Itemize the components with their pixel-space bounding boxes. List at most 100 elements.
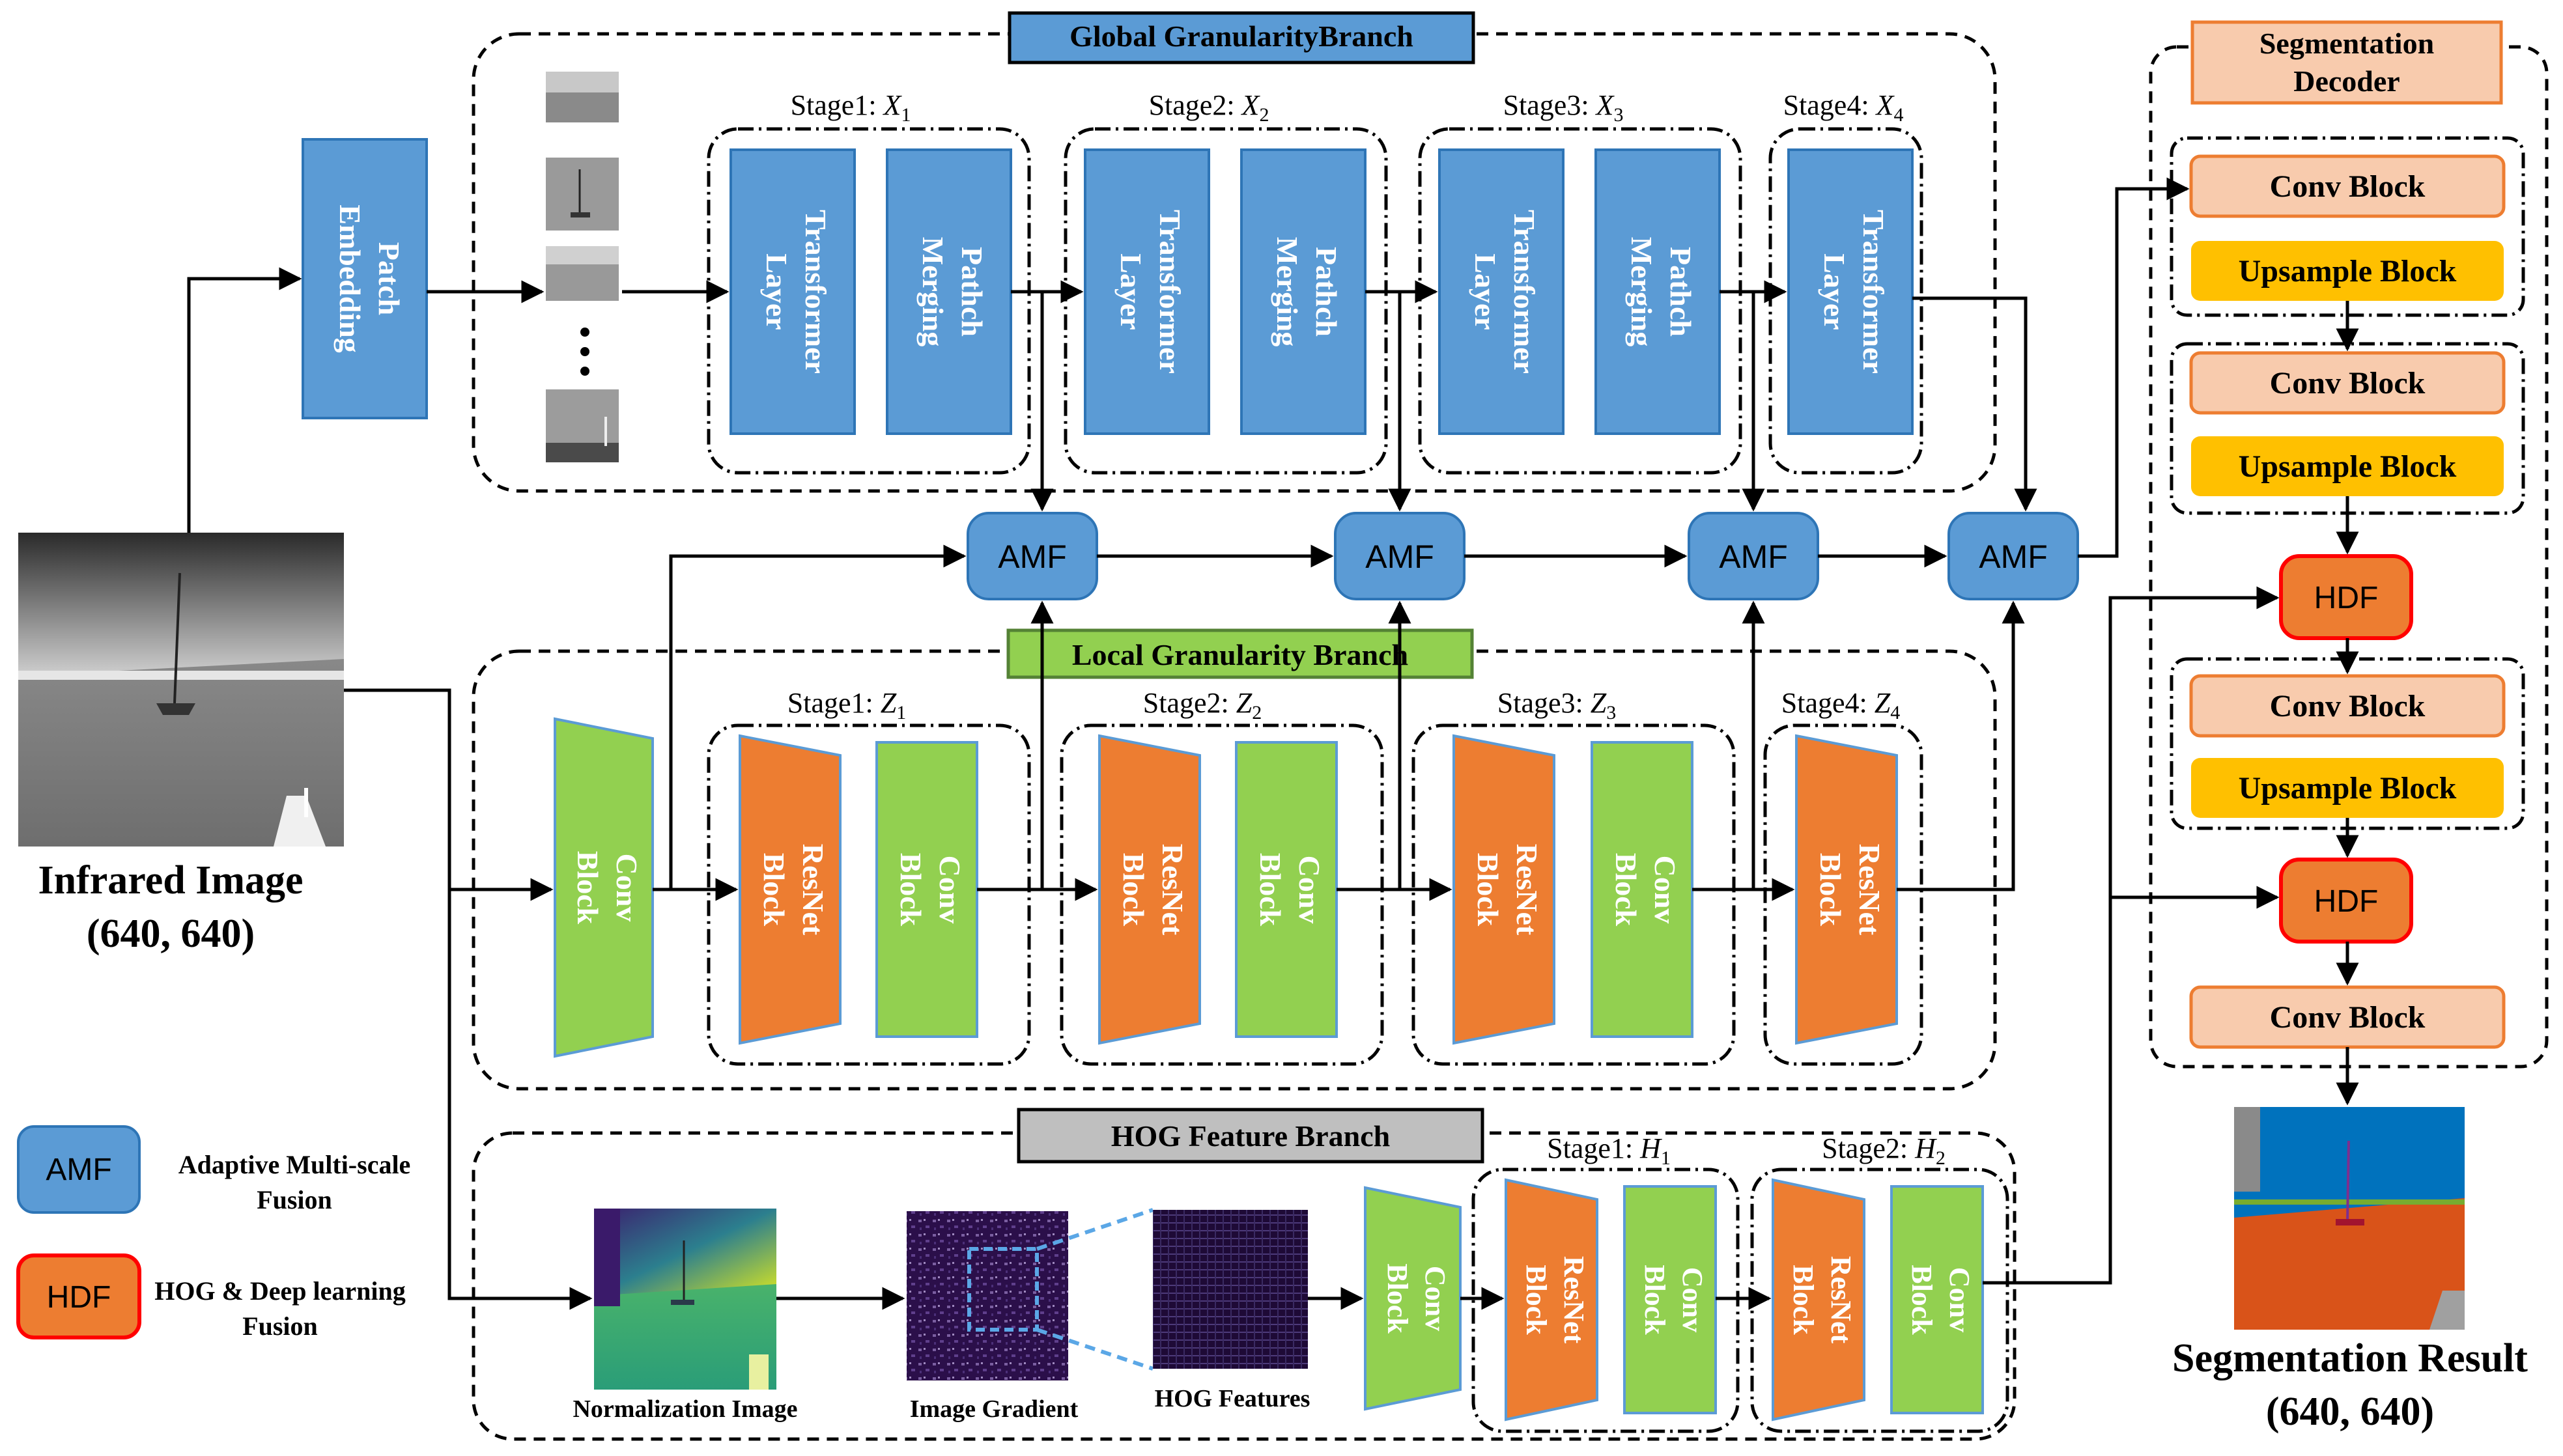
svg-text:Layer: Layer [1469,253,1502,330]
svg-text:Block: Block [1906,1265,1938,1335]
decoder-conv-block [2189,351,2506,415]
svg-text:Conv: Conv [933,856,967,924]
arrow [2108,586,2280,897]
svg-text:Block: Block [1381,1263,1413,1334]
local-stage1-label: Stage1: Z1 [787,687,906,723]
local-stage4-label: Stage4: Z4 [1781,687,1900,723]
svg-text:Layer: Layer [1818,253,1851,330]
zoom-line [1036,1208,1154,1251]
resnet-block [1772,1178,1865,1421]
conv-block [1235,741,1338,1038]
patch-embedding-label: Patch Embedding [333,204,406,353]
decoder-upsample-block [2191,436,2504,496]
svg-text:Conv: Conv [1944,1267,1975,1332]
svg-text:Pathch: Pathch [1664,247,1697,337]
conv-block [1890,1185,1984,1414]
svg-text:HDF: HDF [2314,581,2379,615]
patch-embedding-line2: Embedding [333,204,367,353]
svg-text:Pathch: Pathch [1310,247,1343,337]
hog-stage2-label: Stage2: H2 [1822,1132,1946,1169]
svg-text:Merging: Merging [1271,237,1304,347]
gradient-label: Image Gradient [910,1395,1079,1423]
decoder-conv-block [2189,154,2506,218]
legend-hdf-line2: Fusion [242,1311,318,1341]
gradient-image [907,1211,1068,1380]
arrow [187,267,302,533]
svg-text:Transformer: Transformer [1508,210,1541,374]
svg-text:Block: Block [1787,1265,1819,1335]
patch-thumb [546,158,619,231]
transformer-layer-block [729,148,856,435]
svg-text:Block: Block [1471,853,1505,927]
svg-text:Conv Block: Conv Block [2270,1000,2426,1035]
svg-text:Block: Block [1520,1265,1552,1335]
transformer-layer-block [1438,148,1565,435]
connectors [187,177,2359,1310]
svg-text:Merging: Merging [1625,237,1658,347]
local-branch-title: Local Granularity Branch [1072,638,1408,671]
svg-text:Block: Block [1254,853,1287,927]
arrow [1983,886,2280,1285]
output-title: Segmentation Result [2172,1336,2528,1380]
hog-branch-title-box [1017,1108,1484,1164]
hog-branch-title: HOG Feature Branch [1111,1119,1390,1153]
patch-merging-block [1240,148,1366,435]
svg-text:Conv Block: Conv Block [2270,169,2426,204]
svg-text:AMF: AMF [1365,539,1434,575]
svg-text:AMF: AMF [1719,539,1788,575]
svg-text:Transformer: Transformer [799,210,832,374]
hog-features-image [1153,1210,1308,1369]
hog-stage1-frame [1471,1168,1740,1433]
svg-text:ResNet: ResNet [1156,844,1189,936]
legend-hdf-line1: HOG & Deep learning [154,1276,406,1306]
svg-text:Conv: Conv [1293,856,1326,924]
svg-text:Upsample Block: Upsample Block [2239,771,2457,805]
conv-block [1364,1186,1462,1411]
svg-text:Layer: Layer [1114,253,1148,330]
svg-text:Pathch: Pathch [956,247,989,337]
segmentation-decoder: Segmentation Decoder Conv Block Upsample… [2149,20,2549,1069]
patch-merging-block [886,148,1012,435]
legend: AMF Adaptive Multi-scale Fusion HDF HOG … [16,1125,410,1341]
svg-text:AMF: AMF [998,539,1067,575]
global-stage3-label: Stage3: X3 [1503,89,1624,126]
decoder-upsample-block [2191,758,2504,818]
svg-text:Transformer: Transformer [1857,210,1890,374]
svg-text:Upsample Block: Upsample Block [2239,449,2457,484]
svg-text:ResNet: ResNet [797,844,830,936]
decoder-title-line2: Decoder [2293,64,2400,98]
input-title: Infrared Image [38,858,304,903]
global-branch-title: Global GranularityBranch [1069,20,1413,53]
svg-text:Block: Block [758,853,791,927]
conv-block [554,717,654,1058]
zoom-line [1036,1328,1154,1371]
svg-text:ResNet: ResNet [1510,844,1544,936]
arrow [669,544,967,889]
normalization-image [594,1209,776,1390]
svg-text:ResNet: ResNet [1825,1256,1857,1344]
patch-embedding-block [302,138,428,419]
svg-text:Block: Block [1814,853,1847,927]
input-size: (640, 640) [87,912,255,956]
global-branch: Global GranularityBranch Patch Embedding [302,11,1997,493]
svg-text:HDF: HDF [2314,884,2379,919]
output-size: (640, 640) [2266,1390,2434,1434]
hog-features-label: HOG Features [1155,1385,1310,1412]
resnet-block [1098,734,1201,1045]
resnet-block [739,734,842,1045]
decoder-conv-block [2189,674,2506,738]
svg-text:Conv: Conv [1677,1267,1708,1332]
resnet-block [1452,734,1555,1045]
resnet-block [1795,734,1898,1045]
patch-merging-block [1594,148,1721,435]
global-stage4-label: Stage4: X4 [1783,89,1904,126]
legend-hdf-swatch [16,1253,141,1339]
arrow [1897,600,2025,891]
local-branch-title-box [1006,628,1474,679]
svg-text:Block: Block [1609,853,1643,927]
arrow [2078,177,2190,558]
legend-amf-line2: Fusion [257,1185,332,1214]
hog-branch: HOG Feature Branch Stage1: H1 Stage2: H2… [472,1108,2017,1441]
svg-text:Conv: Conv [1419,1266,1451,1331]
